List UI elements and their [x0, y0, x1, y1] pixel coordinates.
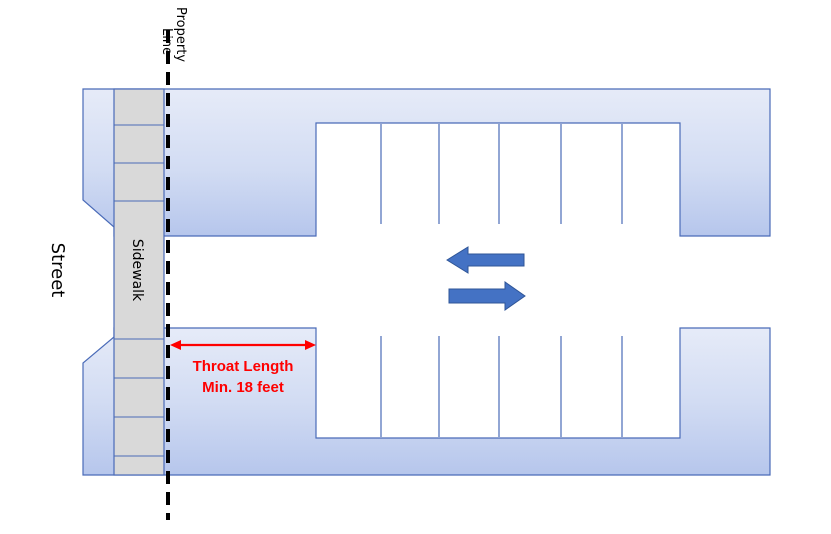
sidewalk-label: Sidewalk — [129, 239, 145, 302]
throat-length-dimension — [170, 340, 316, 350]
lower-lot-area — [82, 327, 771, 476]
upper-stall-lines — [380, 124, 623, 224]
street-label: Street — [47, 243, 68, 298]
property-line-label: Property — [173, 7, 188, 62]
throat-length-label: Throat Length — [193, 358, 294, 375]
sidewalk — [113, 88, 165, 476]
arrow-left-icon — [446, 246, 525, 274]
throat-length-min-label: Min. 18 feet — [202, 379, 284, 396]
upper-lot-area — [82, 88, 771, 237]
sidewalk-joints — [114, 124, 164, 457]
arrow-right-icon — [448, 281, 526, 311]
lower-stall-lines — [380, 336, 623, 437]
